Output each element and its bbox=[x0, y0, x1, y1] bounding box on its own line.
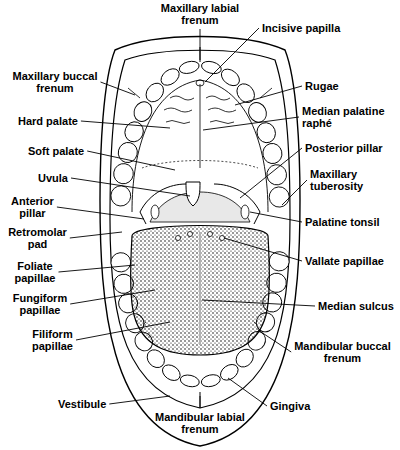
tooth bbox=[131, 99, 156, 125]
tooth bbox=[122, 119, 146, 144]
leader-line bbox=[235, 86, 302, 105]
tooth bbox=[179, 373, 200, 388]
part-label: Fungiform papillae bbox=[5, 292, 75, 316]
throat bbox=[150, 192, 250, 222]
leader-line bbox=[203, 117, 299, 130]
part-label: Maxillary labial frenum bbox=[150, 2, 250, 26]
part-label: Median sulcus bbox=[318, 300, 398, 312]
tooth bbox=[261, 141, 284, 165]
part-label: Gingiva bbox=[270, 400, 320, 412]
leader-line bbox=[228, 378, 267, 406]
part-label: Median palatine raphé bbox=[302, 105, 397, 129]
part-label: Maxillary tuberosity bbox=[310, 168, 395, 192]
median-sulcus bbox=[200, 232, 201, 345]
tooth bbox=[112, 162, 135, 185]
leader-line bbox=[224, 238, 302, 261]
leader-line bbox=[87, 151, 175, 170]
part-label: Retromolar pad bbox=[5, 226, 70, 250]
rugae bbox=[164, 96, 236, 124]
vallate-papilla bbox=[176, 236, 181, 241]
leader-line bbox=[200, 29, 201, 60]
vallate-papilla bbox=[220, 236, 225, 241]
part-label: Uvula bbox=[38, 172, 83, 184]
ruga bbox=[166, 121, 190, 124]
tooth bbox=[116, 140, 139, 164]
part-label: Maxillary buccal frenum bbox=[5, 70, 105, 94]
median-sulcus bbox=[199, 232, 202, 345]
tooth bbox=[200, 373, 221, 389]
part-label: Rugae bbox=[305, 80, 385, 92]
leader-line bbox=[70, 290, 155, 304]
leader-line bbox=[59, 265, 136, 272]
tooth bbox=[110, 185, 131, 207]
tooth bbox=[110, 252, 131, 273]
leader-line bbox=[205, 28, 259, 82]
leader-line bbox=[250, 212, 302, 222]
part-label: Filiform papillae bbox=[20, 328, 85, 352]
part-label: Hard palate bbox=[18, 115, 93, 127]
leader-line bbox=[282, 180, 307, 205]
tooth bbox=[254, 120, 278, 145]
ruga bbox=[170, 96, 194, 100]
part-label: Vallate papillae bbox=[305, 255, 397, 267]
part-label: Mandibular buccal frenum bbox=[290, 340, 395, 364]
palatine-raphe bbox=[200, 84, 201, 168]
leader-line bbox=[71, 178, 190, 196]
vallate-papilla bbox=[188, 232, 193, 237]
ruga bbox=[164, 108, 192, 112]
tooth bbox=[268, 186, 289, 208]
part-label: Vestibule bbox=[58, 398, 113, 410]
part-label: Posterior pillar bbox=[305, 142, 397, 154]
ruga bbox=[208, 108, 236, 112]
leader-line bbox=[202, 300, 315, 306]
palatine-tonsil bbox=[151, 205, 159, 219]
part-label: Anterior pillar bbox=[5, 195, 60, 219]
leader-line bbox=[70, 232, 122, 238]
leader-line bbox=[76, 322, 170, 340]
part-label: Incisive papilla bbox=[262, 22, 362, 34]
leader-line bbox=[57, 207, 144, 219]
lip-outline bbox=[100, 37, 300, 447]
tooth bbox=[160, 362, 184, 384]
part-label: Foliate papillae bbox=[5, 260, 65, 284]
ruga bbox=[210, 121, 234, 124]
leader-line bbox=[258, 330, 291, 352]
leader-line bbox=[109, 396, 170, 404]
part-label: Palatine tonsil bbox=[305, 216, 397, 228]
palatine-tonsil bbox=[241, 205, 249, 219]
teeth bbox=[110, 59, 290, 388]
incisive-papilla bbox=[196, 80, 204, 86]
mouth-opening bbox=[110, 50, 290, 408]
part-label: Mandibular labial frenum bbox=[150, 411, 250, 435]
leader-line bbox=[81, 121, 170, 128]
ruga bbox=[206, 96, 230, 100]
leader-line bbox=[200, 396, 201, 408]
tooth bbox=[158, 65, 182, 88]
labial-frenum bbox=[200, 392, 201, 408]
vallate-papilla bbox=[208, 232, 213, 237]
leader-line bbox=[101, 82, 136, 95]
uvula bbox=[186, 182, 200, 206]
leader-line bbox=[240, 148, 302, 198]
tooth bbox=[178, 59, 200, 75]
part-label: Soft palate bbox=[28, 145, 98, 157]
vallate-papillae bbox=[176, 232, 225, 241]
